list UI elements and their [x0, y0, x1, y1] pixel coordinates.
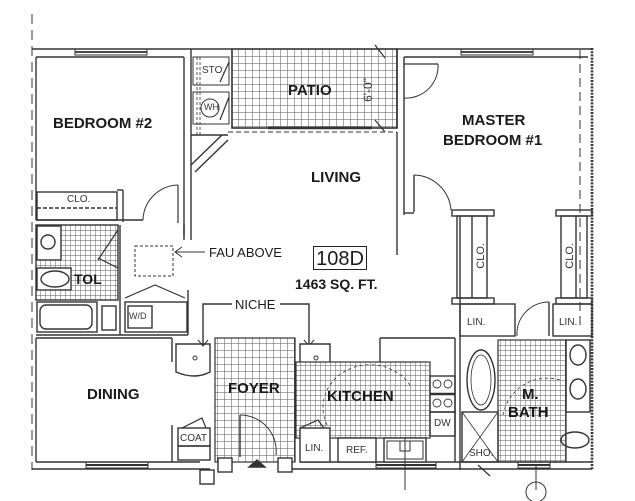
annotation-niche: NICHE	[235, 297, 276, 312]
room-label-mbath-line2: BATH	[508, 404, 549, 421]
fixture-label-refrigerator: REF.	[346, 445, 368, 456]
room-label-dining: DINING	[87, 386, 140, 403]
room-label-living: LIVING	[311, 169, 362, 186]
fixture-label-washer-dryer: W/D	[129, 311, 147, 321]
room-label-toilet: TOL	[74, 271, 102, 287]
fixture-label-closet-bedroom2: CLO.	[67, 194, 91, 205]
fixture-label-water-heater: WH	[204, 102, 219, 112]
fixture-label-storage: STO.	[202, 65, 226, 76]
fixture-label-linen-left: LIN.	[467, 317, 486, 328]
annotation-fau-above: FAU ABOVE	[209, 245, 282, 260]
fixture-label-linen-kitchen: LIN.	[305, 443, 324, 454]
fixture-label-dishwasher: DW	[434, 418, 451, 429]
room-label-kitchen: KITCHEN	[327, 388, 394, 405]
unit-number-badge: 108D	[313, 246, 367, 270]
room-label-master-line1: MASTER	[462, 112, 526, 129]
fixture-label-closet-master-right: CLO.	[564, 243, 576, 269]
fixture-label-closet-master-left: CLO.	[475, 243, 487, 269]
room-label-patio: PATIO	[288, 82, 332, 99]
room-label-bedroom-2: BEDROOM #2	[53, 115, 153, 132]
room-label-mbath-line1: M.	[522, 386, 539, 403]
room-label-master-line2: BEDROOM #1	[443, 132, 543, 149]
fixture-label-shower: SHO.	[469, 448, 494, 459]
fixture-label-coat-closet: COAT	[180, 433, 208, 444]
unit-area-label: 1463 SQ. FT.	[295, 276, 378, 292]
room-label-foyer: FOYER	[228, 380, 280, 397]
patio-dimension-label: 6'-0"	[361, 78, 375, 102]
fixture-label-linen-right: LIN.	[559, 317, 578, 328]
